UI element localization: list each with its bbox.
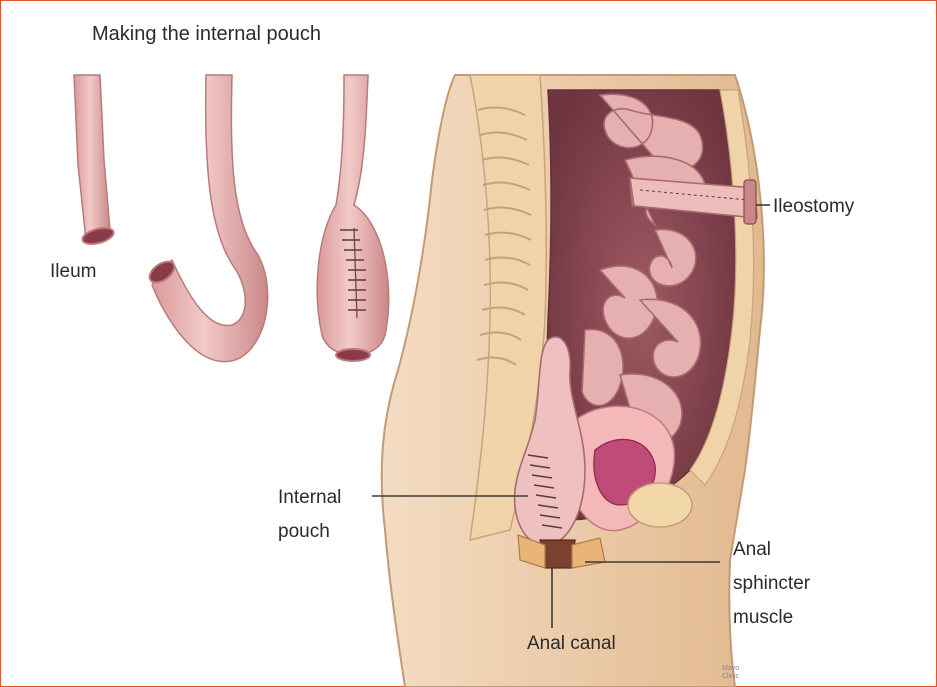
label-internal-pouch-1: Internal (278, 487, 341, 508)
label-anal-sphincter-1: Anal (733, 539, 771, 560)
credit-line-2: Clinic (722, 673, 740, 680)
body-cross-section (382, 75, 764, 687)
label-anal-canal: Anal canal (527, 633, 616, 654)
label-anal-sphincter-3: muscle (733, 607, 793, 628)
credit-line-1: Mayo (722, 665, 739, 672)
label-ileostomy: Ileostomy (773, 196, 855, 217)
label-ileum: Ileum (50, 261, 96, 282)
ileum-segment-pouch (317, 75, 389, 361)
diagram-title: Making the internal pouch (92, 23, 321, 45)
ileum-segment-j-loop (146, 75, 268, 362)
label-internal-pouch-2: pouch (278, 521, 330, 542)
anal-canal (518, 535, 605, 568)
label-anal-sphincter-2: sphincter (733, 573, 811, 594)
ileum-segment-straight (74, 75, 115, 247)
